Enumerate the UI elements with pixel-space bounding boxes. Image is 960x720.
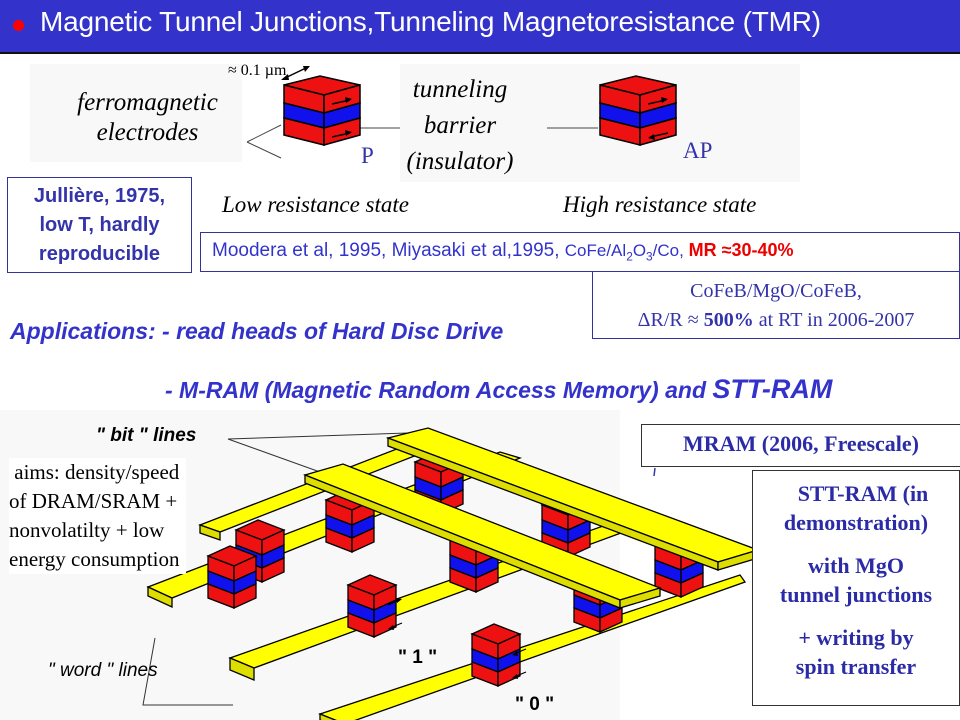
mram-array-diagram [142,427,760,720]
mtj-cell [207,545,257,609]
bit-line [302,463,662,609]
mtj-diagram [246,66,677,159]
arrow-right-icon [331,130,352,138]
formula-part: /Co, [652,241,689,260]
parallel-label: P [361,143,374,168]
stt-line1: STT-RAM (in [797,481,929,506]
tmr-value: 500% [703,309,754,331]
applications-line2: - M-RAM (Magnetic Random Access Memory) … [165,374,832,405]
moodera-text: Moodera et al, 1995, Miyasaki et al,1995… [212,240,565,261]
bullet-icon [13,20,24,31]
high-resistance-label: High resistance state [563,192,757,217]
julliere-box: Jullière, 1975, low T, hardly reproducib… [7,177,192,273]
mtj-cube-antiparallel [599,75,677,146]
bit-line-pointer-2 [227,438,321,473]
arrow-right-icon [331,97,352,105]
arrow-right-icon [387,598,402,606]
electrodes-label-line2: electrodes [96,119,199,146]
antiparallel-label: AP [683,138,713,163]
aims-line3: nonvolatilty + low [9,518,165,542]
low-resistance-label: Low resistance state [222,192,409,217]
stt-line3: with MgO [808,553,904,578]
stt-line4: tunnel junctions [779,582,933,607]
title-bar [0,0,960,54]
aims-text: aims: density/speed of DRAM/SRAM + nonvo… [9,458,186,574]
julliere-line2: low T, hardly [39,214,160,236]
size-arrow-icon [281,66,310,80]
aims-line1: aims: density/speed [9,460,180,484]
arrow-left-icon [388,622,403,630]
electrodes-label-line1: ferromagnetic [77,89,218,116]
mram-pointer [653,467,656,477]
bit-line [385,427,760,571]
arrow-left-icon [512,648,527,656]
mtj-cell-state-zero [471,623,527,687]
applications-line1: Applications: - read heads of Hard Disc … [10,318,504,344]
stt-line2: demonstration) [783,510,929,535]
formula-part: O [632,241,647,260]
stt-line5: + writing by [798,625,914,650]
aims-line4: energy consumption [9,547,180,571]
barrier-label: tunneling barrier (insulator) [400,72,520,180]
applications-mram: - M-RAM (Magnetic Random Access Memory) … [165,377,713,403]
stt-line6: spin transfer [795,654,917,679]
electrode-pointer-bottom [246,141,282,159]
barrier-label-line2: barrier [423,112,497,139]
cofeb-condition: at RT in 2006-2007 [753,309,915,331]
figure-panel-left [30,64,242,162]
state-zero-label: " 0 " [515,694,555,715]
cofeb-box: CoFeB/MgO/CoFeB, ΔR/R ≈ 500% at RT in 20… [592,271,960,339]
mram-box: MRAM (2006, Freescale) [641,424,960,467]
word-line-pointer [142,637,233,706]
bit-lines-label: " bit " lines [96,425,197,446]
julliere-line1: Jullière, 1975, [33,185,166,207]
mtj-cube-parallel [283,75,361,146]
barrier-label-line3: (insulator) [406,148,514,175]
formula-subscript: 2 [626,249,633,264]
applications-stt-ram: STT-RAM [712,374,833,404]
julliere-line3: reproducible [38,243,161,265]
aims-line2: of DRAM/SRAM + [9,489,178,513]
formula-part: CoFe/Al [564,241,627,260]
bit-line-pointer-1 [227,432,409,440]
word-lines-label: " word " lines [48,660,158,681]
arrow-left-icon [512,671,527,679]
state-one-label: " 1 " [398,647,438,668]
cofeb-line2: ΔR/R ≈ 500% at RT in 2006-2007 [593,306,959,335]
cofeb-line1: CoFeB/MgO/CoFeB, [690,280,862,302]
stt-ram-box: STT-RAM (in demonstration) with MgO tunn… [752,470,960,706]
arrow-left-icon [648,132,669,140]
material-formula: CoFe/Al2O3/Co, [564,241,689,264]
moodera-box: Moodera et al, 1995, Miyasaki et al,1995… [200,232,960,272]
mr-value: MR ≈30-40% [688,240,794,260]
electrode-pointer-top [246,124,282,143]
slide-title: Magnetic Tunnel Junctions,Tunneling Magn… [40,6,821,37]
delta-r-label: ΔR/R ≈ [637,309,704,331]
formula-subscript: 3 [646,249,653,264]
size-label: ≈ 0.1 µm [228,62,287,79]
mtj-cell-state-one [347,574,403,638]
arrow-right-icon [647,97,668,105]
barrier-label-line1: tunneling [412,76,508,103]
electrodes-label: ferromagnetic electrodes [55,88,240,148]
